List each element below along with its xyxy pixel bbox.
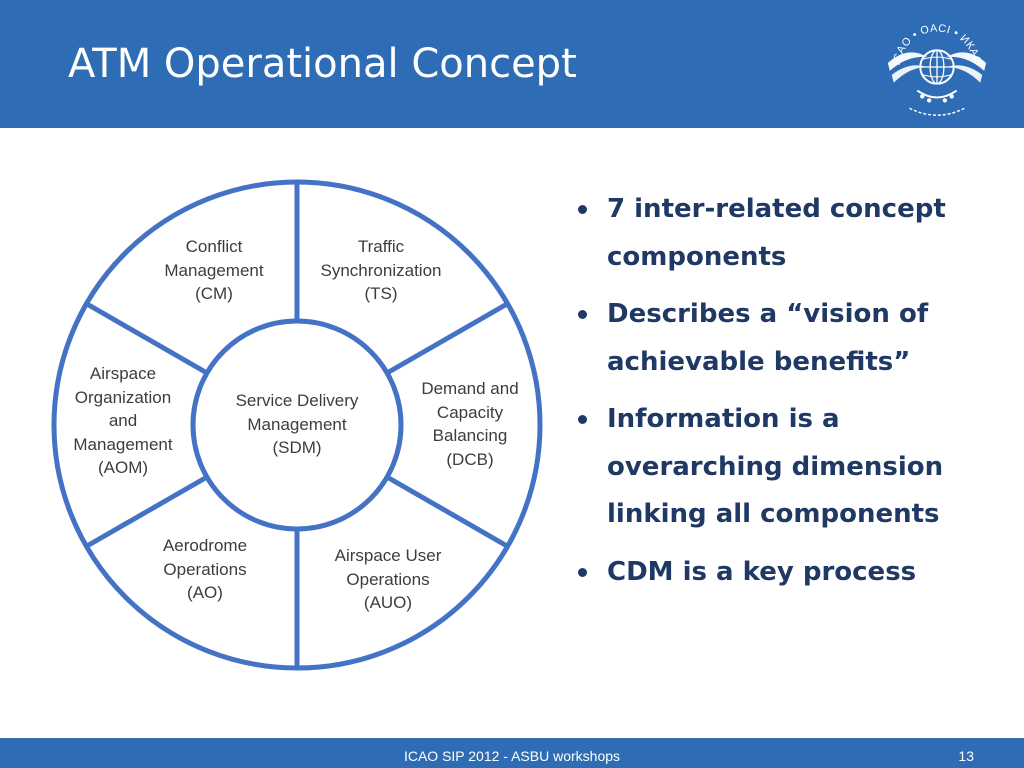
page-number: 13: [958, 748, 974, 764]
segment-label-ts: Traffic Synchronization (TS): [320, 237, 442, 303]
icao-emblem-icon: ICAO • OACI • ИКАО: [887, 22, 987, 116]
bullet-text: Describes a “vision of achievable benefi…: [607, 299, 929, 377]
title-bar: ATM Operational Concept ICAO • OACI • ИК…: [0, 0, 1024, 128]
segment-label-dcb: Demand and Capacity Balancing (DCB): [421, 379, 519, 469]
segment-label-ao: Aerodrome Operations (AO): [162, 536, 248, 602]
bullet-dot-icon: [578, 205, 587, 214]
bullet-item: CDM is a key process: [572, 549, 1002, 597]
bullet-text: 7 inter-related concept components: [607, 194, 946, 272]
bullet-text: Information is a overarching dimension l…: [607, 404, 944, 529]
segment-label-aom: Airspace Organization and Management (AO…: [73, 364, 173, 477]
bullet-text: CDM is a key process: [607, 556, 917, 587]
segment-label-cm: Conflict Management (CM): [164, 237, 264, 303]
bullet-dot-icon: [578, 310, 587, 319]
divider-line: [385, 301, 509, 376]
bullet-dot-icon: [578, 415, 587, 424]
slide-title: ATM Operational Concept: [68, 41, 577, 87]
segment-label-auo: Airspace User Operations (AUO): [334, 546, 442, 612]
footer-bar: ICAO SIP 2012 - ASBU workshops 13: [0, 738, 1024, 768]
bullet-dot-icon: [578, 567, 587, 577]
footer-text: ICAO SIP 2012 - ASBU workshops: [403, 748, 621, 764]
divider-line: [85, 301, 209, 376]
bullet-list: 7 inter-related concept components Descr…: [572, 186, 1002, 606]
bullet-item: Describes a “vision of achievable benefi…: [572, 291, 1002, 386]
bullet-item: Information is a overarching dimension l…: [572, 396, 1002, 539]
divider-line: [85, 474, 209, 549]
center-label-sdm: Service Delivery Management (SDM): [235, 391, 359, 457]
divider-line: [385, 474, 509, 549]
bullet-item: 7 inter-related concept components: [572, 186, 1002, 281]
